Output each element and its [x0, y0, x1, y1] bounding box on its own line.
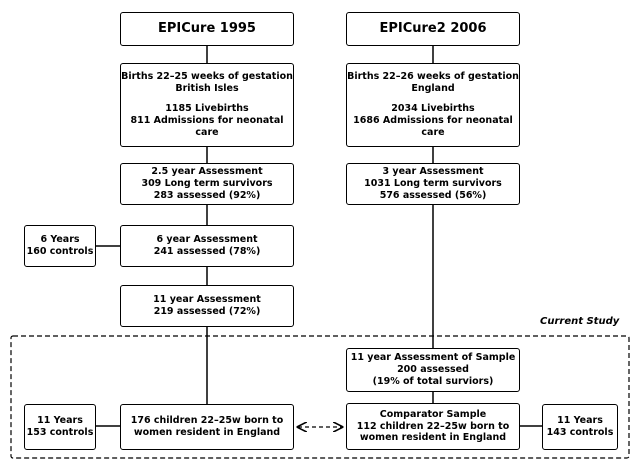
epicure-1995-assessment-11y: 11 year Assessment 219 assessed (72%)	[120, 285, 294, 327]
text-line: 1031 Long term survivors	[364, 178, 502, 190]
epicure-1995-assessment-2-5y: 2.5 year Assessment 309 Long term surviv…	[120, 163, 294, 205]
epicure2-2006-assessment-3y: 3 year Assessment 1031 Long term survivo…	[346, 163, 520, 205]
controls-6-years-box: 6 Years 160 controls	[24, 225, 96, 267]
controls-11-years-right-box: 11 Years 143 controls	[542, 404, 618, 450]
text-line: 219 assessed (72%)	[153, 306, 261, 317]
epicure-1995-title-box: EPICure 1995	[120, 12, 294, 46]
text-line: 6 Years	[40, 234, 80, 246]
current-study-label: Current Study	[540, 316, 620, 327]
text-line: 11 Years	[37, 415, 83, 427]
text-line: 309 Long term survivors	[141, 178, 273, 190]
controls-11-years-left-box: 11 Years 153 controls	[24, 404, 96, 450]
text-line: 811 Admissions for neonatal care	[130, 114, 284, 138]
epicure-1995-assessment-6y: 6 year Assessment 241 assessed (78%)	[120, 225, 294, 267]
epicure2-2006-sample-assessment-11y: 11 year Assessment of Sample 200 assesse…	[346, 348, 520, 392]
text-line: 176 children 22–25w born to	[130, 415, 284, 427]
text-line: (19% of total surviors)	[372, 375, 494, 387]
text-line: Births 22–26 weeks of gestation	[347, 71, 519, 83]
epicure-1995-births-box: Births 22–25 weeks of gestation British …	[120, 63, 294, 147]
text-line: 2.5 year Assessment	[151, 166, 263, 178]
text-line: 6 year Assessment	[156, 234, 258, 246]
text-line: 3 year Assessment	[382, 166, 484, 178]
text-line: 576 assessed (56%)	[379, 189, 487, 201]
text-line: 1185 Livebirths	[165, 103, 249, 115]
text-line: 11 year Assessment of Sample	[350, 352, 516, 364]
text-line: 11 Years	[557, 415, 603, 427]
epicure-1995-children-box: 176 children 22–25w born to women reside…	[120, 404, 294, 450]
text-line: 1686 Admissions for neonatal care	[353, 114, 513, 138]
text-line: 160 controls	[26, 246, 94, 257]
text-line: 112 children 22–25w born to	[356, 420, 510, 432]
current-study-region	[10, 335, 630, 459]
text-line: 283 assessed (92%)	[153, 189, 261, 201]
text-line: 200 assessed	[397, 364, 469, 376]
text-line: 153 controls	[26, 427, 94, 438]
comparator-sample-box: Comparator Sample 112 children 22–25w bo…	[346, 403, 520, 450]
epicure2-2006-births-box: Births 22–26 weeks of gestation England …	[346, 63, 520, 147]
text-line: Comparator Sample	[379, 408, 487, 420]
text-line: 11 year Assessment	[153, 294, 261, 306]
text-line: 143 controls	[546, 427, 614, 438]
text-line: 2034 Livebirths	[391, 103, 475, 115]
epicure2-2006-title: EPICure2 2006	[379, 20, 487, 36]
epicure2-2006-title-box: EPICure2 2006	[346, 12, 520, 46]
text-line: women resident in England	[133, 427, 281, 438]
text-line: British Isles	[175, 83, 239, 95]
text-line: England	[411, 83, 455, 95]
text-line: Births 22–25 weeks of gestation	[121, 71, 293, 83]
text-line: 241 assessed (78%)	[153, 246, 261, 257]
epicure-1995-title: EPICure 1995	[158, 20, 256, 36]
text-line: women resident in England	[359, 432, 507, 444]
